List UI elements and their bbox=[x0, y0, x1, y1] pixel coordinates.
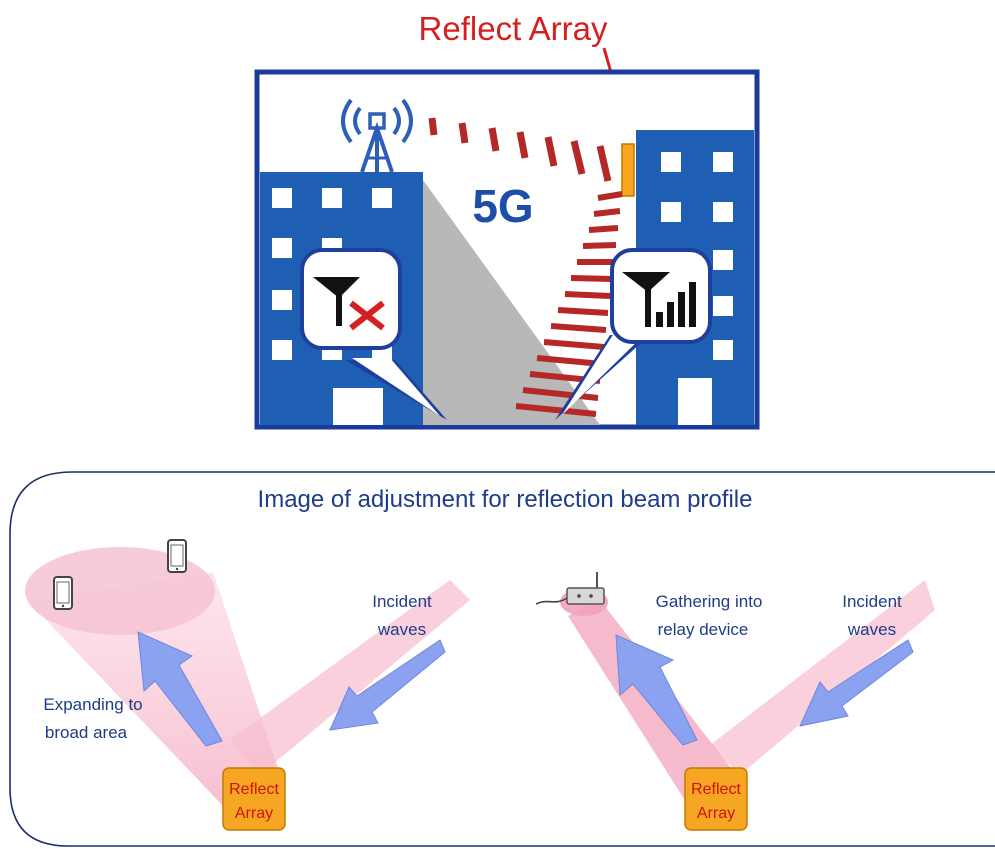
expanding-label-2: broad area bbox=[45, 723, 128, 742]
shadow-zone bbox=[423, 180, 600, 425]
reflect-array-callout-label: Reflect Array bbox=[419, 10, 608, 47]
city-scene: 5G bbox=[260, 98, 754, 425]
no-signal-icon bbox=[313, 277, 385, 331]
right-scenario: Gathering into relay device Incident wav… bbox=[535, 572, 935, 831]
reflect-array-box-left: Reflect Array bbox=[222, 767, 286, 831]
reflect-array-box-label: Reflect bbox=[229, 781, 279, 798]
incident-arrow-right bbox=[799, 639, 914, 727]
gathering-label: Gathering into bbox=[656, 592, 763, 611]
incident-arrow-left bbox=[329, 639, 446, 731]
reflect-array-box-label: Reflect bbox=[691, 781, 741, 798]
gathering-label-2: relay device bbox=[658, 620, 749, 639]
smartphone-icon bbox=[167, 539, 187, 573]
reflected-arrow-right bbox=[615, 634, 698, 746]
full-signal-bubble bbox=[555, 248, 712, 420]
reflect-array-box-label-2: Array bbox=[235, 805, 273, 822]
relay-device-icon bbox=[535, 572, 605, 605]
incident-waves-label-right-2: waves bbox=[847, 620, 896, 639]
expanding-label: Expanding to bbox=[43, 695, 142, 714]
no-signal-bubble bbox=[300, 248, 447, 420]
incident-waves-label-right: Incident bbox=[842, 592, 902, 611]
reflector-panel bbox=[621, 143, 635, 197]
beam-profile-panel bbox=[9, 471, 995, 847]
antenna-tower-icon bbox=[341, 98, 413, 173]
smartphone-icon bbox=[53, 576, 73, 610]
reflect-array-box-label-2: Array bbox=[697, 805, 735, 822]
panel-title: Image of adjustment for reflection beam … bbox=[258, 486, 753, 513]
full-signal-icon bbox=[622, 272, 696, 327]
left-scenario: Incident waves Expanding to broad area R… bbox=[25, 539, 470, 831]
reflect-array-box-right: Reflect Array bbox=[684, 767, 748, 831]
reflected-arrow-left bbox=[137, 631, 223, 747]
incident-beam-left bbox=[230, 580, 470, 775]
incident-waves-label-left: Incident bbox=[372, 592, 432, 611]
incident-beam-right bbox=[710, 580, 935, 775]
incident-waves-label-left-2: waves bbox=[377, 620, 426, 639]
incident-beam-stripes bbox=[428, 117, 612, 182]
network-5g-label: 5G bbox=[472, 180, 533, 232]
